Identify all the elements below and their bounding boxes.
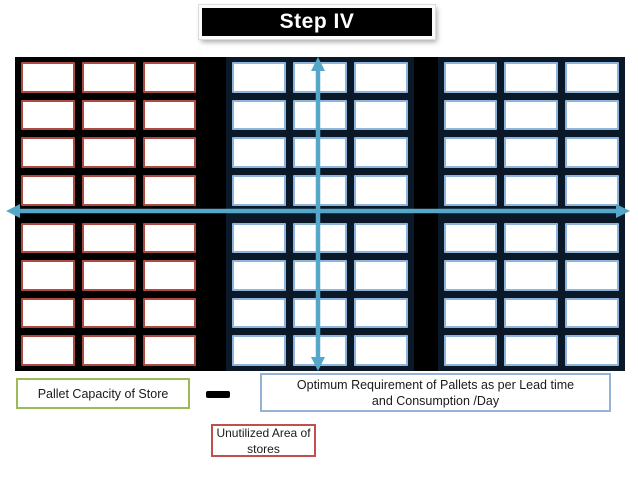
pallet-cell	[81, 99, 136, 131]
pallet-cell	[81, 260, 136, 291]
pallet-cell	[504, 137, 559, 168]
pallet-cell	[353, 335, 408, 366]
pallet-cell	[443, 260, 498, 291]
unutilized-area-label-box: Unutilized Area of stores	[211, 424, 316, 457]
pallet-cell	[232, 99, 287, 131]
pallet-cell	[232, 260, 287, 291]
pallet-cell	[504, 335, 559, 366]
pallet-cell	[232, 297, 287, 329]
pallet-cell	[293, 174, 347, 206]
pallet-cell	[443, 174, 498, 206]
separator-bar	[202, 57, 227, 371]
pallet-cell	[565, 260, 619, 291]
pallet-cell	[293, 99, 347, 131]
pallet-cell	[142, 297, 197, 329]
pallet-cell	[293, 260, 347, 291]
pallet-cell	[81, 62, 136, 93]
unutilized-area-label-line1: Unutilized Area of	[216, 425, 311, 440]
pallet-cell	[565, 297, 619, 329]
pallet-cell	[353, 99, 408, 131]
pallet-cell	[443, 137, 498, 168]
pallet-cell	[232, 335, 287, 366]
pallet-cell	[21, 297, 75, 329]
step-title: Step IV	[198, 4, 436, 40]
pallet-capacity-label: Pallet Capacity of Store	[37, 386, 169, 401]
pallet-cell	[353, 62, 408, 93]
pallet-cell	[21, 335, 75, 366]
optimum-requirement-label-box: Optimum Requirement of Pallets as per Le…	[260, 373, 611, 412]
pallet-cell	[142, 137, 197, 168]
pallet-cell	[565, 99, 619, 131]
pallet-cell	[565, 137, 619, 168]
optimum-section-right	[437, 57, 625, 371]
pallet-cell	[443, 335, 498, 366]
pallet-cell	[504, 260, 559, 291]
pallet-cell	[353, 222, 408, 254]
pallet-cell	[21, 137, 75, 168]
pallet-cell	[504, 99, 559, 131]
pallet-cell	[565, 335, 619, 366]
pallet-capacity-label-box: Pallet Capacity of Store	[16, 378, 190, 409]
pallet-cell	[232, 62, 287, 93]
pallet-cell	[353, 297, 408, 329]
pallet-cell	[504, 222, 559, 254]
pallet-cell	[565, 174, 619, 206]
pallet-cell	[353, 260, 408, 291]
pallet-cell	[21, 260, 75, 291]
pallet-cell	[232, 174, 287, 206]
pallet-cell	[142, 62, 197, 93]
pallet-cell	[443, 62, 498, 93]
pallet-cell	[565, 62, 619, 93]
pallet-cell	[21, 99, 75, 131]
pallet-cell	[21, 174, 75, 206]
pallet-cell	[504, 297, 559, 329]
pallet-cell	[293, 335, 347, 366]
store-capacity-section	[15, 57, 203, 371]
optimum-requirement-label-line1: Optimum Requirement of Pallets as per Le…	[296, 377, 575, 392]
unutilized-area-label-line2: stores	[247, 441, 280, 456]
pallet-cell	[142, 260, 197, 291]
pallet-cell	[353, 137, 408, 168]
pallet-cell	[565, 222, 619, 254]
pallet-cell	[142, 335, 197, 366]
pallet-cell	[353, 174, 408, 206]
pallet-cell	[81, 297, 136, 329]
pallet-cell	[293, 297, 347, 329]
pallet-grid	[15, 57, 625, 371]
pallet-cell	[293, 222, 347, 254]
pallet-cell	[142, 222, 197, 254]
pallet-cell	[293, 62, 347, 93]
pallet-cell	[81, 335, 136, 366]
pallet-cell	[81, 137, 136, 168]
pallet-cell	[443, 222, 498, 254]
pallet-cell	[443, 99, 498, 131]
pallet-cell	[81, 222, 136, 254]
pallet-cell	[81, 174, 136, 206]
optimum-requirement-label-line2: and Consumption /Day	[371, 393, 500, 408]
pallet-cell	[142, 99, 197, 131]
optimum-section-left	[226, 57, 414, 371]
pallet-cell	[21, 222, 75, 254]
minus-operator-icon	[206, 391, 230, 398]
separator-bar	[413, 57, 438, 371]
pallet-cell	[504, 62, 559, 93]
pallet-cell	[232, 222, 287, 254]
pallet-cell	[504, 174, 559, 206]
pallet-cell	[21, 62, 75, 93]
pallet-cell	[232, 137, 287, 168]
pallet-cell	[142, 174, 197, 206]
pallet-cell	[443, 297, 498, 329]
pallet-cell	[293, 137, 347, 168]
step-title-text: Step IV	[279, 10, 355, 33]
